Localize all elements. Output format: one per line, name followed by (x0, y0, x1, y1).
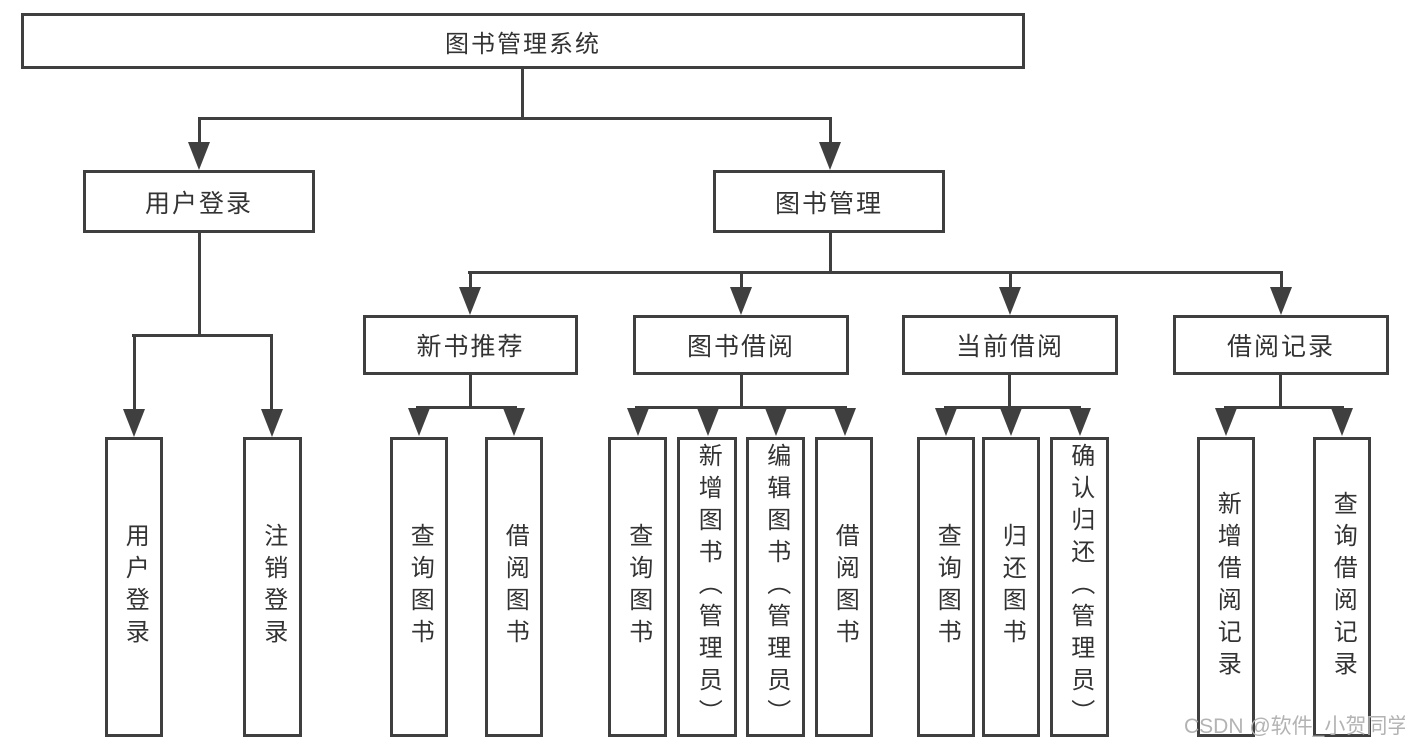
connector-line (133, 334, 136, 410)
leaf-add-book-admin: 新增图书（管理员） (677, 437, 737, 737)
connector-line (1008, 375, 1011, 408)
node-label: 查询借阅记录 (1329, 491, 1357, 683)
node-label: 新增图书（管理员） (694, 443, 722, 731)
connector-line (469, 271, 472, 289)
connector-line (1280, 271, 1283, 289)
connector-line (740, 271, 743, 289)
connector-line (270, 334, 273, 410)
node-label: 归还图书 (998, 523, 1026, 651)
connector-line (198, 117, 832, 120)
connector-line (635, 406, 847, 409)
connector-line (1224, 406, 1344, 409)
node-label: 查询图书 (624, 523, 652, 651)
node-label: 注销登录 (259, 523, 287, 651)
connector-line (468, 271, 1283, 274)
node-current-borrowing: 当前借阅 (902, 315, 1118, 375)
node-label: 查询图书 (933, 523, 961, 651)
leaf-query-books-1: 查询图书 (390, 437, 448, 737)
arrow-down-icon (123, 409, 145, 437)
node-user-login-branch: 用户登录 (83, 170, 315, 233)
connector-line (198, 117, 201, 144)
node-borrowing-records: 借阅记录 (1173, 315, 1389, 375)
leaf-return-book: 归还图书 (982, 437, 1040, 737)
arrow-down-icon (1270, 287, 1292, 315)
node-book-management-branch: 图书管理 (713, 170, 945, 233)
leaf-logout: 注销登录 (243, 437, 302, 737)
node-label: 查询图书 (406, 523, 434, 651)
csdn-watermark: CSDN @软件_小贺同学 (1184, 715, 1405, 738)
node-label: 借阅图书 (501, 523, 529, 651)
leaf-borrow-books-2: 借阅图书 (815, 437, 873, 737)
leaf-query-books-3: 查询图书 (917, 437, 975, 737)
arrow-down-icon (1215, 408, 1237, 436)
leaf-edit-book-admin: 编辑图书（管理员） (746, 437, 805, 737)
connector-line (416, 406, 517, 409)
arrow-down-icon (1069, 408, 1091, 436)
arrow-down-icon (1331, 408, 1353, 436)
connector-line (1009, 271, 1012, 289)
leaf-add-borrow-record: 新增借阅记录 (1197, 437, 1255, 737)
leaf-confirm-return-admin: 确认归还（管理员） (1050, 437, 1109, 737)
node-label: 新增借阅记录 (1213, 491, 1241, 683)
connector-line (132, 334, 273, 337)
arrow-down-icon (188, 142, 210, 170)
connector-line (944, 406, 1081, 409)
node-label: 用户登录 (121, 523, 149, 651)
node-book-borrowing: 图书借阅 (633, 315, 849, 375)
connector-line (469, 375, 472, 408)
arrow-down-icon (697, 408, 719, 436)
node-label: 用户登录 (144, 189, 253, 218)
node-label: 借阅记录 (1226, 333, 1335, 361)
connector-line (521, 69, 524, 118)
connector-line (829, 117, 832, 144)
arrow-down-icon (261, 409, 283, 437)
connector-line (829, 233, 832, 273)
node-label: 编辑图书（管理员） (762, 443, 790, 731)
leaf-query-books-2: 查询图书 (608, 437, 667, 737)
arrow-down-icon (627, 408, 649, 436)
node-label: 图书管理 (774, 189, 883, 218)
connector-line (740, 375, 743, 408)
arrow-down-icon (935, 408, 957, 436)
node-library-management-system: 图书管理系统 (21, 13, 1025, 69)
arrow-down-icon (730, 287, 752, 315)
arrow-down-icon (459, 287, 481, 315)
arrow-down-icon (834, 408, 856, 436)
leaf-borrow-books-1: 借阅图书 (485, 437, 543, 737)
arrow-down-icon (503, 408, 525, 436)
arrow-down-icon (765, 408, 787, 436)
node-label: 新书推荐 (416, 333, 525, 361)
leaf-query-borrow-record: 查询借阅记录 (1313, 437, 1371, 737)
arrow-down-icon (999, 287, 1021, 315)
connector-line (198, 233, 201, 336)
leaf-user-login: 用户登录 (105, 437, 163, 737)
connector-line (1279, 375, 1282, 408)
arrow-down-icon (819, 142, 841, 170)
node-label: 确认归还（管理员） (1066, 443, 1094, 731)
node-label: 借阅图书 (831, 523, 859, 651)
node-new-book-recommendation: 新书推荐 (363, 315, 578, 375)
arrow-down-icon (408, 408, 430, 436)
arrow-down-icon (1000, 408, 1022, 436)
node-label: 图书借阅 (686, 333, 795, 361)
node-label: 当前借阅 (955, 333, 1064, 361)
node-label: 图书管理系统 (445, 30, 601, 58)
